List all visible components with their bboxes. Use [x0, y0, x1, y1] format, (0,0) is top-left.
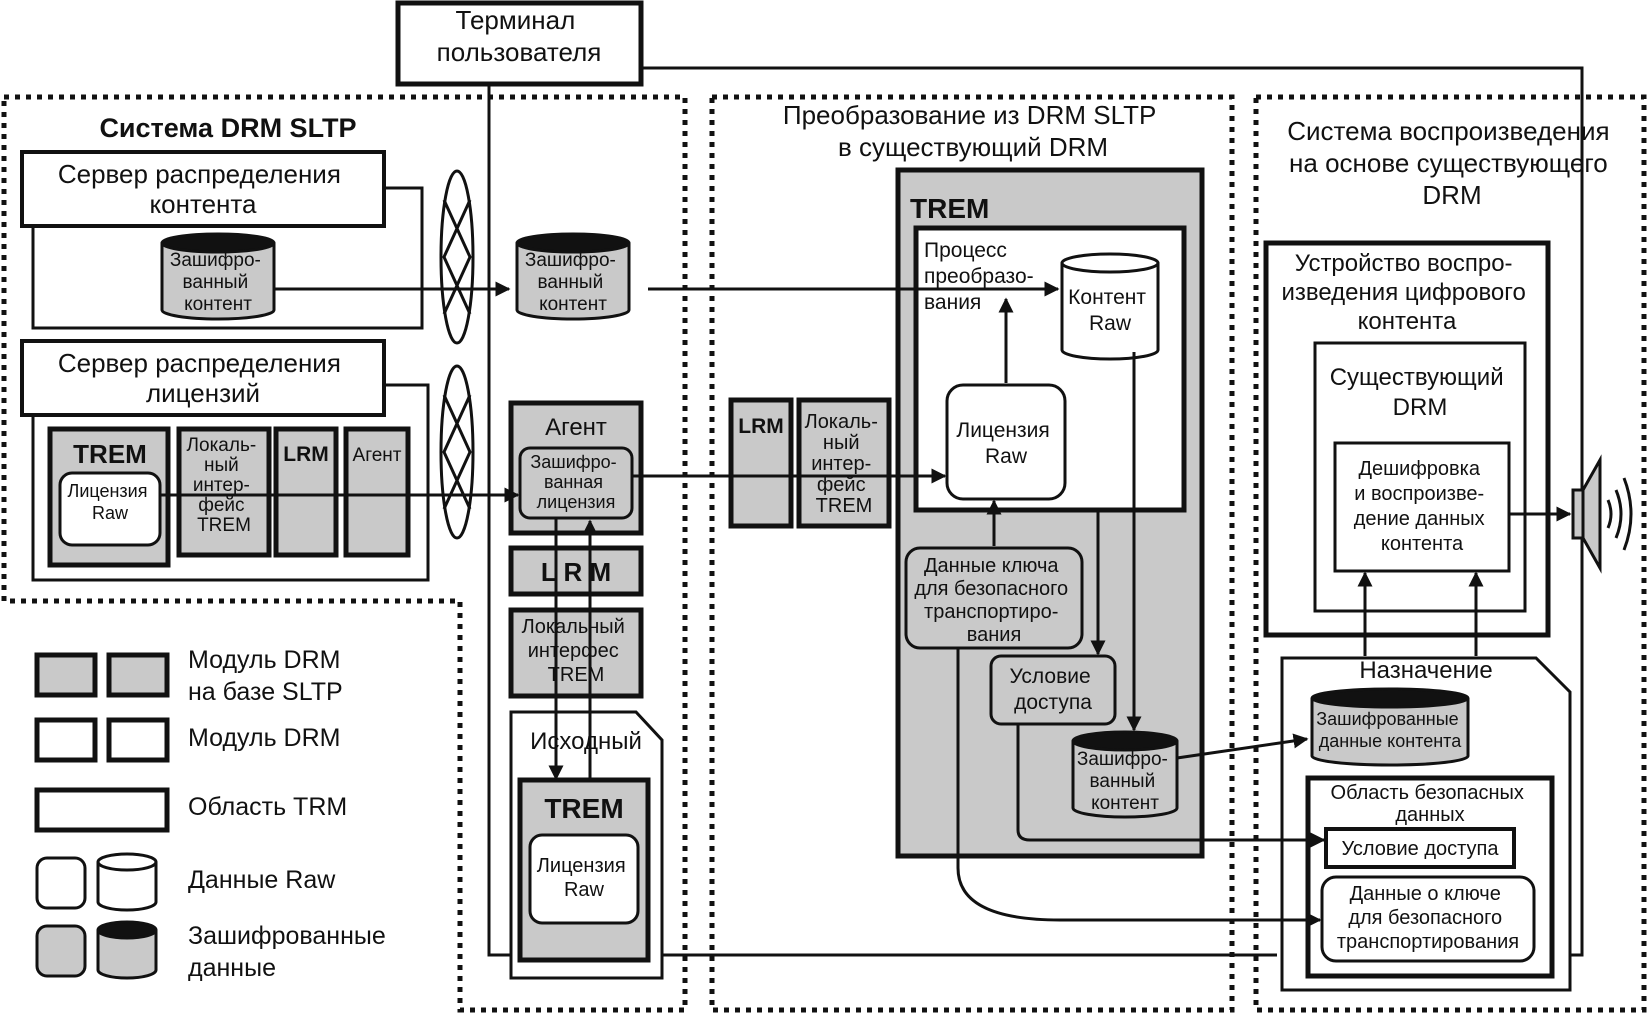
legend-sltp-swatch-a: [34, 652, 98, 698]
legend-sltp-swatch-b: [106, 652, 170, 698]
destination-encrypted-content-cylinder: [1310, 687, 1470, 767]
terminal-enc-license-box: [518, 446, 634, 520]
existing-drm-label: Существующий DRM: [1330, 364, 1511, 421]
conversion-raw-license-box: [945, 383, 1067, 501]
conversion-access-label: Условие доступа: [1009, 665, 1096, 714]
terminal-local-if-box: [508, 607, 644, 699]
user-terminal-box: [395, 0, 644, 87]
user-terminal-label: Терминал пользователя: [437, 5, 602, 67]
raw-content-label: Контент Raw: [1068, 286, 1152, 335]
destination-access-label: Условие доступа: [1342, 838, 1500, 860]
conversion-process-label: Процесс преобразо- вания: [924, 239, 1039, 314]
sltp-system-region: [1, 94, 688, 1013]
sltp-trem-label: TREM: [73, 439, 147, 469]
decrypt-label: Дешифровка и воспроизве- дение данных ко…: [1354, 458, 1491, 555]
content-channel-icon: [439, 169, 475, 345]
license-channel-icon: [439, 364, 475, 540]
destination-label: Назначение: [1359, 657, 1492, 684]
sltp-raw-license-label: Лицензия Raw: [68, 481, 153, 523]
raw-content-cylinder: [1060, 252, 1160, 361]
content-server-box: [20, 150, 386, 228]
source-raw-license-label: Лицензия Raw: [537, 855, 631, 901]
sltp-local-if-box: [176, 426, 272, 558]
conversion-lrm-label: LRM: [738, 415, 784, 438]
destination-key-data-box: [1320, 875, 1536, 963]
sltp-local-if-label: Локаль- ный интер- фейс TREM: [187, 435, 262, 536]
source-raw-license-box: [528, 833, 640, 925]
decrypt-box: [1333, 441, 1511, 573]
sltp-lrm-box: [273, 426, 339, 558]
legend-encrypted-data-label: Зашифрованные данные: [188, 922, 393, 982]
secure-area-label: Область безопасных данных: [1331, 782, 1530, 826]
encrypted-content-label: Зашифро- ванный контент: [170, 250, 266, 315]
destination-access-box: [1324, 827, 1516, 869]
license-server-box: [20, 339, 386, 417]
conversion-encrypted-content-label: Зашифро- ванный контент: [1077, 749, 1173, 814]
sltp-agent-box: [343, 426, 411, 558]
license-server-label: Сервер распределения лицензий: [58, 348, 348, 408]
key-data-label: Данные ключа для безопасного транспортир…: [914, 555, 1073, 646]
conversion-trem-label: TREM: [910, 193, 989, 224]
legend-drm-module-label: Модуль DRM: [188, 724, 341, 752]
conversion-local-if-label: Локаль- ный интер- фейс TREM: [805, 411, 884, 517]
terminal-encrypted-content-cylinder: [515, 232, 631, 321]
terminal-agent-label: Агент: [545, 414, 607, 441]
legend-drm-swatch-a: [34, 717, 98, 763]
conversion-region: [709, 94, 1235, 1013]
legend-raw-data-label: Данные Raw: [188, 866, 336, 894]
conversion-lrm-box: [728, 397, 794, 529]
playback-title: Система воспроизведения на основе сущест…: [1287, 116, 1617, 210]
legend-encrypted-cylinder: [96, 920, 158, 980]
speaker-icon: [1571, 454, 1633, 574]
legend-trm-area-label: Область TRM: [188, 793, 347, 821]
source-trem-label: TREM: [544, 793, 623, 824]
legend-raw-cylinder: [96, 852, 158, 912]
conversion-local-if-box: [796, 397, 892, 529]
sltp-raw-license-box: [58, 471, 162, 547]
conversion-title: Преобразование из DRM SLTP в существующи…: [783, 100, 1163, 162]
destination-key-data-label: Данные о ключе для безопасного транспорт…: [1337, 883, 1519, 953]
destination-encrypted-content-label: Зашифрованные данные контента: [1316, 709, 1463, 751]
terminal-lrm-label: L R M: [541, 557, 611, 587]
terminal-lrm-box: [508, 545, 644, 597]
playback-region: [1253, 94, 1647, 1013]
sltp-agent-label: Агент: [353, 445, 402, 466]
legend-trm-swatch: [34, 787, 170, 833]
sltp-system-title: Система DRM SLTP: [99, 113, 356, 143]
terminal-enc-license-label: Зашифро- ванная лицензия: [530, 452, 621, 512]
conversion-encrypted-content-cylinder: [1071, 730, 1179, 819]
legend-drm-swatch-b: [106, 717, 170, 763]
legend-sltp-module-label: Модуль DRM на базе SLTP: [188, 646, 347, 706]
flow-arrows: [160, 281, 1572, 928]
legend-encrypted-swatch: [35, 924, 87, 978]
terminal-encrypted-content-label: Зашифро- ванный контент: [525, 250, 621, 315]
source-label: Исходный: [530, 728, 642, 755]
encrypted-content-cylinder: [160, 232, 276, 321]
content-server-label: Сервер распределения контента: [58, 159, 348, 219]
playback-device-label: Устройство воспро- изведения цифрового к…: [1281, 250, 1532, 335]
key-data-box: [904, 546, 1084, 650]
sltp-lrm-label: LRM: [283, 443, 329, 466]
conversion-raw-license-label: Лицензия Raw: [956, 419, 1055, 468]
conversion-access-box: [989, 654, 1117, 726]
legend-raw-swatch: [35, 856, 87, 910]
